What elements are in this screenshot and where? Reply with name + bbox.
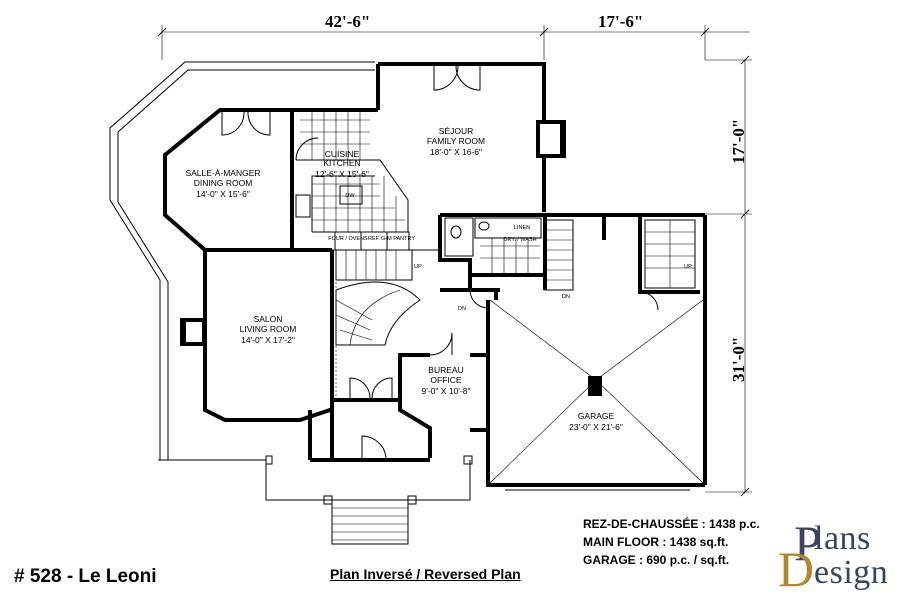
garage-label: GARAGE bbox=[578, 411, 615, 421]
garage-stair-label: UP bbox=[684, 264, 692, 270]
kitchen-size: 12'-6" X 15'-6" bbox=[315, 169, 369, 179]
stair-up-label: UP bbox=[414, 264, 422, 270]
ovens-label: FOUR / OVENS bbox=[328, 236, 368, 242]
living-room-label-en: LIVING ROOM bbox=[240, 324, 297, 334]
fixture-labels: FOUR / OVENS REF. G-M PANTRY DW LINEN DR… bbox=[328, 193, 692, 312]
dimension-right-upper: 17'-0" bbox=[729, 119, 748, 164]
logo-letter-p: P bbox=[794, 515, 822, 571]
office-label-en: OFFICE bbox=[430, 375, 461, 385]
interior-walls bbox=[295, 112, 704, 491]
dining-room-size: 14'-0" X 15'-6" bbox=[196, 189, 250, 199]
area-main-floor-en: MAIN FLOOR : 1438 sq.ft. bbox=[583, 535, 729, 549]
fridge-label: REF. bbox=[368, 236, 380, 242]
dimension-lines: 42'-6" 17'-6" 17'-0" 31'-0" bbox=[157, 12, 752, 497]
logo-text-bottom: esign bbox=[814, 554, 889, 591]
area-garage: GARAGE : 690 p.c. / sq.ft. bbox=[583, 553, 730, 567]
dining-room-label-fr: SALLE-À-MANGER bbox=[185, 168, 260, 178]
family-room-label-en: FAMILY ROOM bbox=[427, 136, 485, 146]
living-room-label-fr: SALON bbox=[254, 314, 283, 324]
logo-text-top: lans bbox=[814, 520, 871, 557]
dimension-top-right: 17'-6" bbox=[598, 12, 643, 31]
family-room-size: 18'-0" X 16-6" bbox=[430, 147, 482, 157]
plan-title: # 528 - Le Leoni bbox=[14, 566, 157, 587]
pantry-label: G-M PANTRY bbox=[381, 236, 415, 242]
area-main-floor-fr: REZ-DE-CHAUSSÉE : 1438 p.c. bbox=[583, 517, 760, 531]
dimension-top-left: 42'-6" bbox=[325, 12, 370, 31]
stair-down-label: DN bbox=[458, 306, 466, 312]
basement-stair-label: DN bbox=[562, 294, 570, 300]
porch bbox=[109, 61, 473, 545]
dishwasher-label: DW bbox=[345, 193, 355, 199]
logo-letter-d: D bbox=[778, 541, 815, 597]
dimension-right-lower: 31'-0" bbox=[729, 337, 748, 382]
walls bbox=[163, 62, 707, 487]
family-room-label-fr: SÉJOUR bbox=[439, 126, 473, 136]
doors bbox=[221, 64, 659, 460]
area-summary: REZ-DE-CHAUSSÉE : 1438 p.c. MAIN FLOOR :… bbox=[583, 515, 760, 569]
office-label-fr: BUREAU bbox=[428, 365, 463, 375]
linen-label: LINEN bbox=[514, 225, 530, 231]
office-size: 9'-0" X 10'-8" bbox=[422, 386, 471, 396]
laundry-label: DRY. / WASH bbox=[503, 237, 536, 243]
kitchen-label-fr: CUISINE bbox=[325, 149, 360, 159]
reversed-plan-link[interactable]: Plan Inversé / Reversed Plan bbox=[330, 566, 521, 582]
room-labels: SALLE-À-MANGER DINING ROOM 14'-0" X 15'-… bbox=[185, 126, 622, 432]
living-room-size: 14'-0" X 17'-2" bbox=[241, 335, 295, 345]
kitchen-label-en: KITCHEN bbox=[323, 158, 360, 168]
plans-design-logo: P D lans esign bbox=[776, 514, 896, 597]
garage-size: 23'-0" X 21'-6" bbox=[569, 422, 623, 432]
dining-room-label-en: DINING ROOM bbox=[194, 178, 253, 188]
